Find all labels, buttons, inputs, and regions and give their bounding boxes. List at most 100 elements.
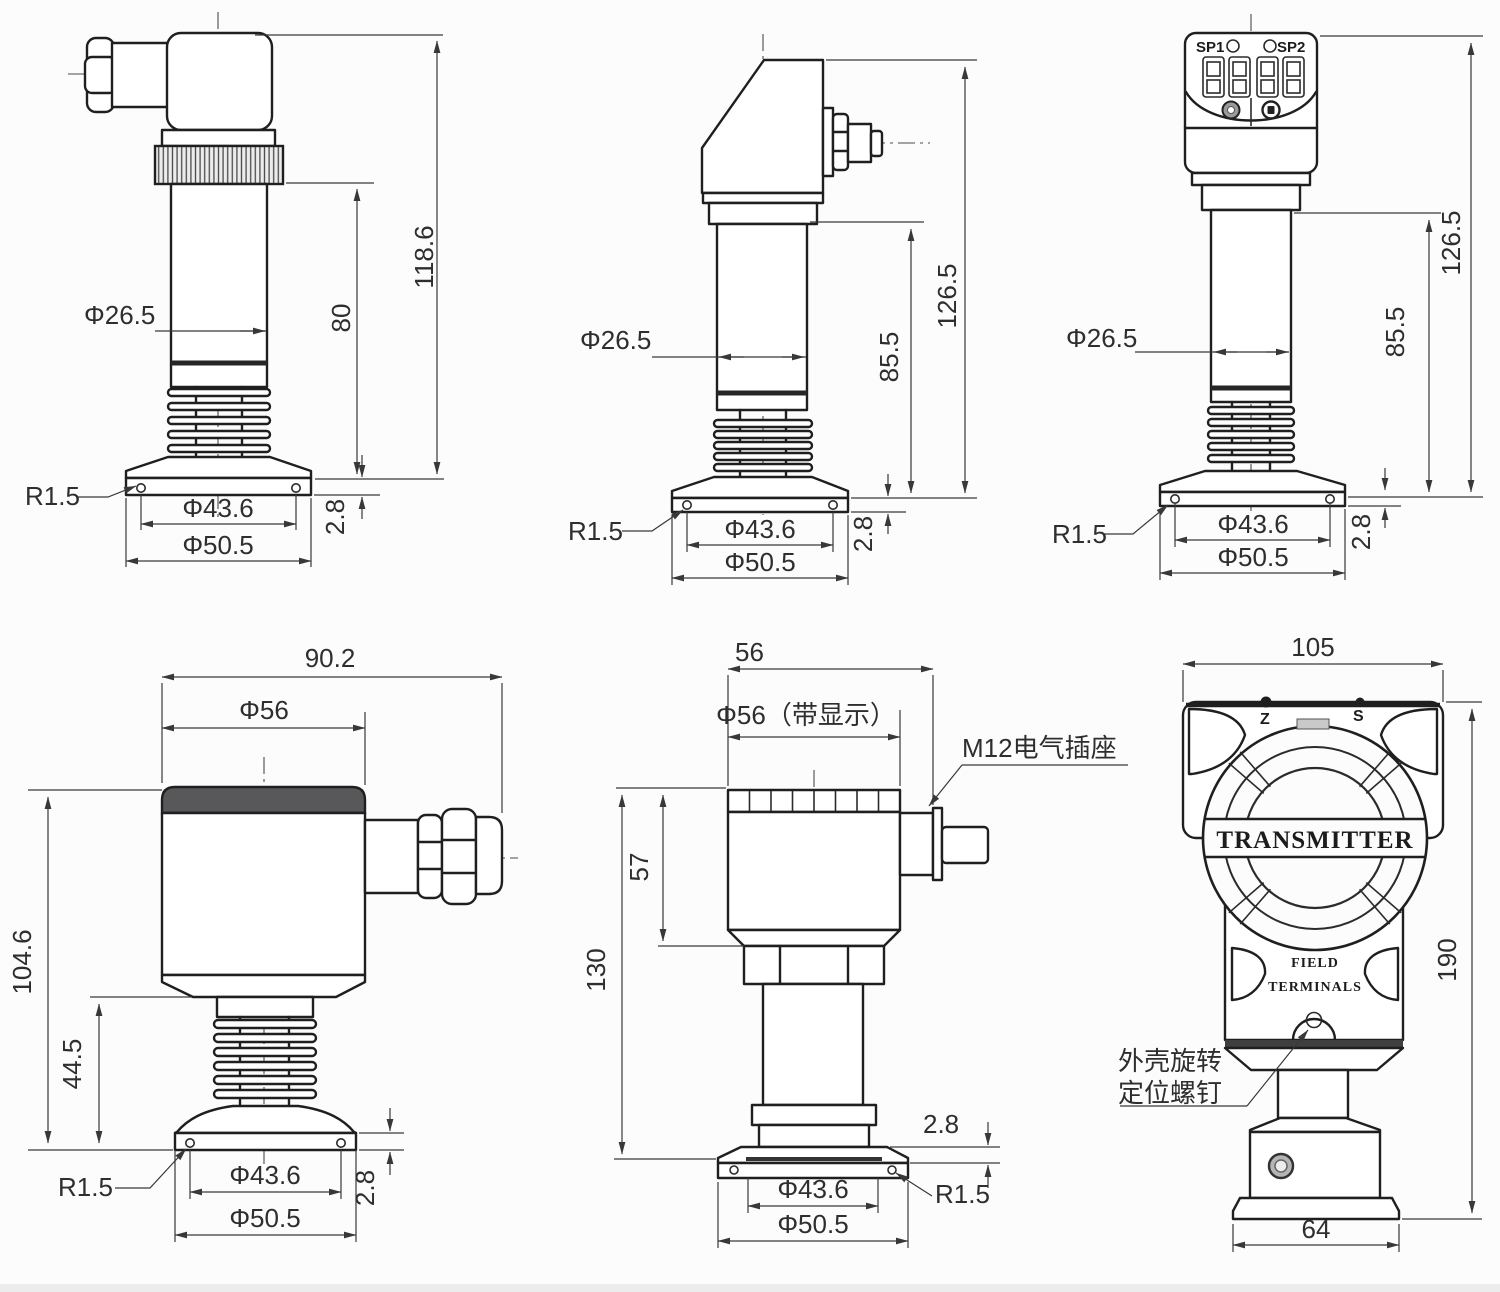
clamp-flange [1158,469,1347,508]
segmented-bezel-ring [726,788,902,814]
dim-body-diameter: Φ26.5 [580,325,651,355]
m12-socket [898,806,990,882]
clamp-ring-upper [750,1103,878,1127]
view-field-housing-transmitter: Z S TRANSMITTER FIELD TERMINALS [1118,632,1482,1252]
rotation-set-screw-icon [1305,1011,1323,1029]
left-wing-cutout [1187,707,1247,776]
housing-body [726,810,902,932]
top-slot [1296,718,1330,730]
dim-head-diameter: Φ56 [239,695,289,725]
base-flange [1231,1196,1401,1221]
view-side-cable-gland: 90.2 Φ56 104.6 44.5 R1.5 Φ43.6 Φ50.5 2.8 [7,643,518,1242]
dim-corner-radius: R1.5 [58,1172,113,1202]
housing-chamfer [726,928,902,948]
field-terminals-section: FIELD TERMINALS [1230,946,1400,1042]
dim-overall-height: 126.5 [932,263,962,328]
m12-connector [821,106,884,178]
dim-flange-diameter: Φ50.5 [1217,542,1288,572]
dim-lower-height: 44.5 [57,1039,87,1090]
note-housing-rotation-line2: 定位螺钉 [1118,1078,1222,1108]
dim-seal-diameter: Φ43.6 [182,493,253,523]
housing-body [160,811,367,977]
clamp-flange [670,475,850,514]
cooling-fins [712,408,814,478]
label-m12-connector: M12电气插座 [962,733,1117,763]
dim-seal-diameter: Φ43.6 [1217,509,1288,539]
dim-corner-radius: R1.5 [568,516,623,546]
dim-corner-radius: R1.5 [1052,519,1107,549]
housing-cap [160,785,367,815]
sensor-body [1190,171,1312,404]
knurled-ring [153,144,285,186]
view-elbow-connector-version: 118.6 80 Φ26.5 R1.5 Φ43.6 Φ50.5 2.8 [25,12,444,567]
dim-body-diameter: Φ26.5 [1066,323,1137,353]
cooling-fins [212,1015,318,1108]
dim-top-width: 56 [735,637,764,667]
dim-overall-height: 126.5 [1436,210,1466,275]
display-head: SP1 SP2 [1183,31,1319,175]
zero-mark: Z [1260,711,1270,728]
dim-flange-diameter: Φ50.5 [182,530,253,560]
lower-chamfer [1223,1046,1405,1072]
dim-flange-diameter: Φ50.5 [777,1209,848,1239]
dim-base-width: 64 [1302,1214,1331,1244]
dim-overall-height: 190 [1432,938,1462,981]
dim-flange-thickness: 2.8 [350,1170,380,1206]
neck [1276,1068,1350,1120]
sp2-indicator-icon [1263,39,1277,53]
dim-flange-thickness: 2.8 [848,516,878,552]
dim-flange-thickness: 2.8 [320,499,350,535]
cable-gland [363,807,504,906]
dim-flange-thickness: 2.8 [1346,514,1376,550]
clamp-flange [716,1145,910,1180]
view-angled-connector-version: 126.5 85.5 Φ26.5 R1.5 Φ43.6 Φ50.5 2.8 [568,34,977,585]
view-display-version: SP1 SP2 [1052,14,1483,580]
housing-taper [160,973,367,999]
dim-seal-diameter: Φ43.6 [777,1174,848,1204]
view-m12-socket-version: 56 Φ56（带显示） M12电气插座 57 130 2.8 R1.5 Φ43.… [581,637,1128,1248]
sp1-indicator-icon [1226,39,1240,53]
sp2-label: SP2 [1277,39,1305,56]
dim-flange-diameter: Φ50.5 [724,547,795,577]
hex-nut [742,944,886,986]
elbow-cable-gland [83,31,274,132]
dim-head-height: 57 [624,853,654,882]
dim-seal-diameter: Φ43.6 [229,1160,300,1190]
zero-screw-icon [1260,696,1272,708]
dim-body-diameter: Φ26.5 [84,300,155,330]
dim-overall-height: 130 [581,948,611,991]
clamp-ring-lower [757,1123,871,1149]
cooling-fins [1206,400,1296,472]
dim-top-width: 105 [1291,632,1334,662]
sensor-body [153,128,285,389]
dim-display-diameter: Φ56（带显示） [716,700,896,730]
span-mark: S [1353,708,1364,725]
dim-corner-radius: R1.5 [935,1179,990,1209]
sheet-bottom-edge [0,1284,1500,1292]
dim-overall-height: 118.6 [409,225,439,288]
dim-seal-diameter: Φ43.6 [724,514,795,544]
base-shoulder [1248,1116,1382,1134]
sensor-body [701,191,825,412]
dim-overall-height: 104.6 [7,929,37,994]
cooling-fins [166,385,272,459]
cover-bezel: Z S TRANSMITTER [1201,708,1429,952]
right-wing-cutout [1379,707,1439,776]
note-housing-rotation-line1: 外壳旋转 [1118,1046,1222,1076]
process-tube [761,982,865,1107]
dim-flange-thickness: 2.8 [923,1109,959,1139]
dim-corner-radius: R1.5 [25,481,80,511]
dim-overall-width: 90.2 [305,643,356,673]
angled-head [700,58,825,195]
separator-band [1225,1040,1403,1048]
transmitter-label: TRANSMITTER [1216,827,1413,854]
dim-upper-height: 80 [326,304,356,333]
sp1-label: SP1 [1196,39,1224,56]
seven-segment-display [1202,56,1305,98]
neck [215,995,315,1019]
span-screw-icon [1355,697,1365,707]
dim-upper-height: 85.5 [1380,307,1410,358]
field-label: FIELD [1291,956,1339,971]
